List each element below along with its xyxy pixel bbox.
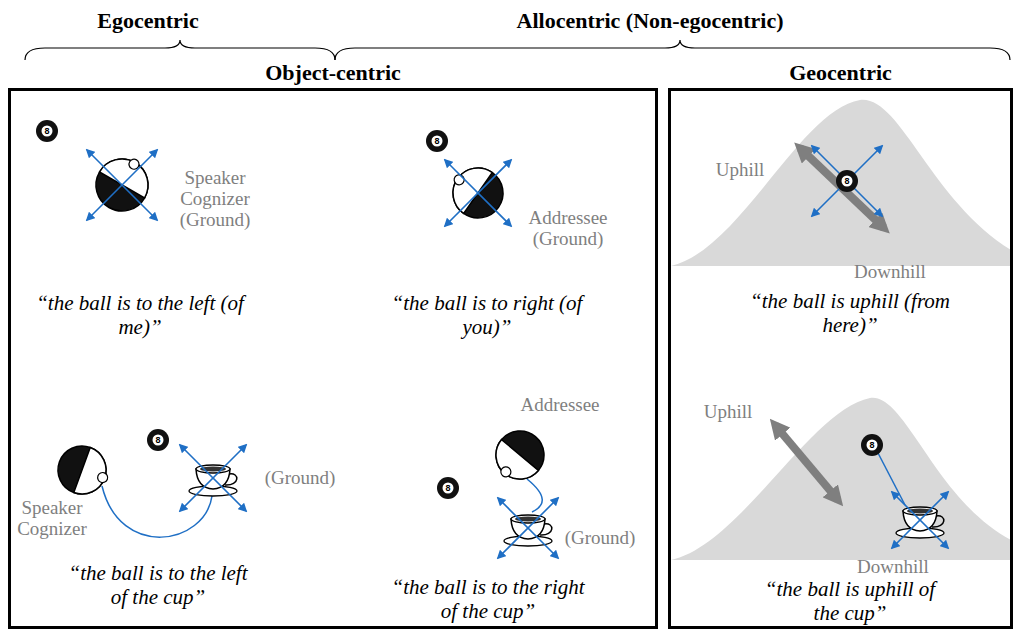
role-label: Downhill bbox=[850, 262, 930, 283]
direction-arrows bbox=[87, 146, 948, 558]
ball-icon bbox=[867, 440, 878, 451]
hill bbox=[671, 100, 1011, 266]
gaze-line bbox=[527, 479, 542, 512]
role-label: (Ground) bbox=[560, 528, 640, 549]
ball-icon bbox=[443, 483, 454, 494]
direction-arrows bbox=[445, 160, 511, 226]
head-icon bbox=[441, 156, 513, 227]
example-sentence: “the ball is uphill of the cup” bbox=[750, 578, 950, 625]
head-icon bbox=[96, 471, 109, 484]
ball-icon bbox=[432, 136, 443, 147]
head-icon bbox=[499, 465, 513, 479]
category-heading: Allocentric (Non-egocentric) bbox=[517, 8, 784, 34]
ball-number: 8 bbox=[445, 483, 450, 493]
ball-icon bbox=[426, 130, 448, 152]
ball-icon bbox=[836, 170, 858, 192]
head-icon bbox=[486, 421, 554, 489]
direction-arrows bbox=[87, 150, 157, 220]
ball-number: 8 bbox=[844, 176, 849, 186]
cup-icon bbox=[896, 507, 944, 538]
direction-arrows bbox=[812, 146, 882, 216]
direction-arrows bbox=[812, 146, 882, 216]
head-icon bbox=[51, 439, 113, 501]
role-label: Addressee (Ground) bbox=[521, 208, 616, 250]
ball-icon bbox=[42, 126, 53, 137]
ball-icon bbox=[147, 429, 169, 451]
head-icon bbox=[486, 440, 538, 489]
ball-number: 8 bbox=[869, 440, 874, 450]
ball-icon bbox=[437, 477, 459, 499]
ball-number: 8 bbox=[155, 435, 160, 445]
role-label: Uphill bbox=[710, 160, 770, 181]
role-label: Downhill bbox=[853, 557, 933, 578]
ball-icon bbox=[36, 120, 58, 142]
direction-arrows bbox=[498, 498, 558, 558]
head-icon bbox=[74, 447, 113, 500]
example-sentence: “the ball is to right (of you)” bbox=[380, 292, 595, 339]
example-sentence: “the ball is uphill (from here)” bbox=[750, 290, 950, 337]
ball-icon bbox=[36, 120, 58, 142]
head-icon bbox=[51, 439, 115, 502]
slope-arrow bbox=[775, 425, 838, 500]
cup-icon bbox=[504, 515, 552, 546]
ball-icon bbox=[153, 435, 164, 446]
hill bbox=[671, 398, 1011, 560]
ball-icon bbox=[861, 434, 883, 456]
ball-number: 8 bbox=[434, 136, 439, 146]
ball-icon bbox=[836, 170, 858, 192]
ball-number: 8 bbox=[44, 126, 49, 136]
cup-icon bbox=[189, 465, 237, 496]
direction-arrows bbox=[87, 150, 157, 220]
ball-icon bbox=[147, 429, 169, 451]
head-icon bbox=[86, 149, 157, 220]
ball-icon bbox=[861, 434, 883, 456]
example-sentence: “the ball is to the left (of me)” bbox=[15, 292, 265, 339]
role-label: (Ground) bbox=[260, 468, 340, 489]
head-icon bbox=[484, 421, 554, 491]
example-sentence: “the ball is to the left of the cup” bbox=[58, 562, 258, 609]
role-label: Speaker Cognizer (Ground) bbox=[173, 168, 258, 231]
ball-icon bbox=[842, 176, 853, 187]
head-icon bbox=[86, 147, 159, 221]
head-icon bbox=[443, 158, 513, 228]
brace bbox=[335, 40, 1010, 60]
brace bbox=[25, 40, 335, 60]
direction-arrows bbox=[892, 492, 948, 548]
direction-arrows bbox=[180, 445, 246, 511]
ball-icon bbox=[437, 477, 459, 499]
role-label: Addressee bbox=[513, 395, 608, 416]
example-sentence: “the ball is to the right of the cup” bbox=[383, 576, 593, 623]
frame-heading: Object-centric bbox=[11, 60, 655, 86]
frame-box: Object-centric bbox=[8, 88, 658, 629]
direction-arrows bbox=[892, 492, 948, 548]
role-label: Speaker Cognizer bbox=[14, 498, 90, 540]
direction-arrows bbox=[498, 498, 558, 558]
role-label: Uphill bbox=[698, 402, 758, 423]
direction-arrows bbox=[180, 445, 246, 511]
ball-icon bbox=[426, 130, 448, 152]
frame-heading: Geocentric bbox=[671, 60, 1010, 86]
gaze-line bbox=[878, 453, 905, 505]
direction-arrows bbox=[445, 160, 511, 226]
category-heading: Egocentric bbox=[97, 8, 198, 34]
